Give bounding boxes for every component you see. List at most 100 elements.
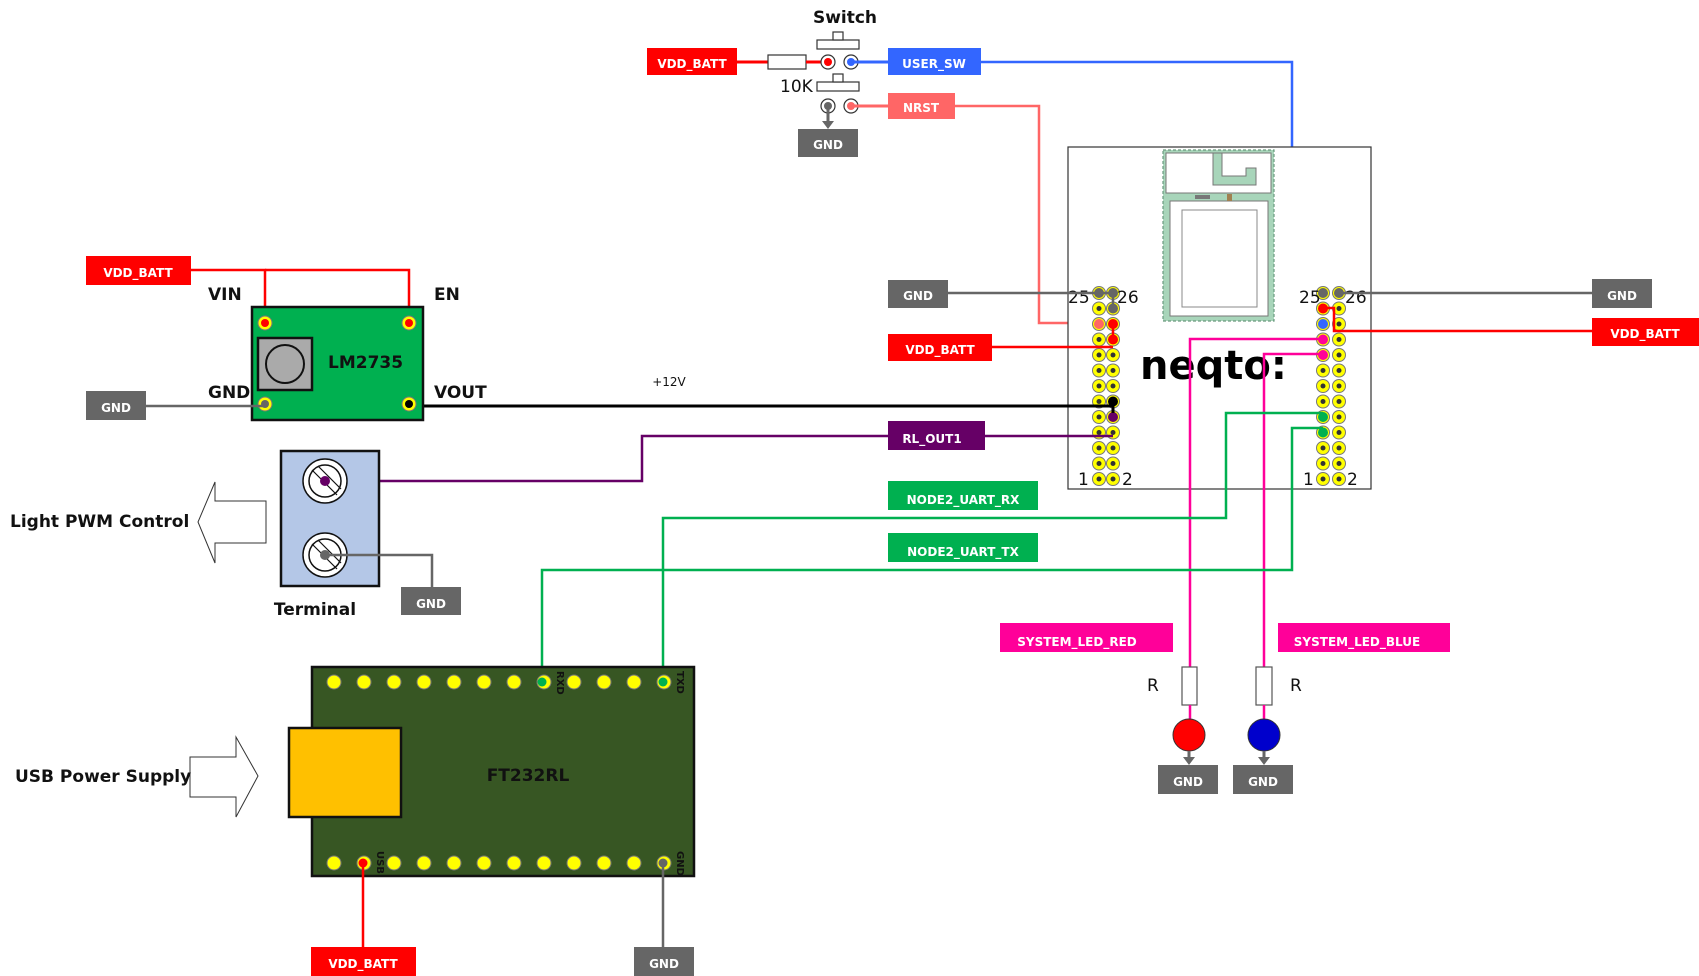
- right-header-pin-25: 25: [1299, 288, 1321, 308]
- svg-text:SYSTEM_LED_BLUE: SYSTEM_LED_BLUE: [1294, 635, 1420, 650]
- label-node2-uart-rx: NODE2_UART_RX: [888, 481, 1038, 510]
- output-arrow-icon: [198, 482, 266, 563]
- label-vdd-batt-neqto-left: VDD_BATT: [888, 334, 992, 361]
- led-blue-resistor-label: R: [1290, 676, 1302, 696]
- right-header-pin-26: 26: [1345, 288, 1367, 308]
- label-system-led-red: SYSTEM_LED_RED: [1000, 623, 1173, 652]
- ft232rl-pin: [627, 675, 641, 689]
- svg-text:VDD_BATT: VDD_BATT: [1610, 327, 1680, 342]
- ft232rl-usb-label: USB: [374, 851, 385, 874]
- svg-text:GND: GND: [1173, 775, 1203, 789]
- led-red-resistor-label: R: [1147, 676, 1159, 696]
- svg-text:VDD_BATT: VDD_BATT: [103, 266, 173, 281]
- svg-text:GND: GND: [813, 138, 843, 152]
- switch-top: [817, 32, 859, 49]
- ft232rl-pin: [567, 856, 581, 870]
- light-pwm-control-label: Light PWM Control: [10, 512, 189, 532]
- svg-text:VDD_BATT: VDD_BATT: [657, 57, 727, 72]
- input-arrow-icon: [190, 737, 258, 817]
- resistor-value: 10K: [780, 77, 814, 97]
- ft232rl-pin: [477, 856, 491, 870]
- svg-text:NODE2_UART_RX: NODE2_UART_RX: [907, 493, 1021, 508]
- led-blue-resistor: [1256, 667, 1272, 705]
- svg-text:VDD_BATT: VDD_BATT: [328, 957, 398, 972]
- ft232rl-pin: [387, 856, 401, 870]
- terminal-block: [281, 451, 379, 586]
- ft232rl-txd-label: TXD: [674, 671, 685, 694]
- lm2735-vin-label: VIN: [208, 285, 242, 305]
- ft232rl-pin: [597, 675, 611, 689]
- svg-text:RL_OUT1: RL_OUT1: [902, 432, 961, 447]
- label-system-led-blue: SYSTEM_LED_BLUE: [1278, 623, 1450, 652]
- label-vdd-batt-switch: VDD_BATT: [647, 48, 737, 75]
- svg-text:NODE2_UART_TX: NODE2_UART_TX: [907, 545, 1019, 560]
- label-gnd-switch: GND: [798, 129, 858, 157]
- ft232rl-pin: [597, 856, 611, 870]
- ft232rl-gnd-label: GND: [674, 851, 685, 876]
- right-header-pin-2: 2: [1347, 470, 1358, 490]
- svg-text:GND: GND: [416, 597, 446, 611]
- ft232rl-pin: [477, 675, 491, 689]
- lm2735-gnd-label: GND: [208, 383, 250, 403]
- label-vdd-batt-lm2735: VDD_BATT: [86, 256, 191, 285]
- ft232rl-pin: [537, 856, 551, 870]
- label-rl-out1: RL_OUT1: [888, 421, 985, 450]
- svg-text:GND: GND: [1607, 289, 1637, 303]
- label-gnd-led-blue: GND: [1233, 765, 1293, 794]
- lm2735-name: LM2735: [328, 353, 403, 373]
- lm2735-en-label: EN: [434, 285, 460, 305]
- right-header-pin-1: 1: [1303, 470, 1314, 490]
- label-gnd-neqto-right: GND: [1592, 279, 1652, 308]
- usb-power-supply-label: USB Power Supply: [15, 767, 191, 787]
- led-red: [1173, 719, 1205, 751]
- label-vdd-batt-ft232rl: VDD_BATT: [311, 947, 416, 976]
- label-gnd-terminal: GND: [401, 587, 461, 615]
- ft232rl-rxd-label: RXD: [554, 671, 565, 695]
- left-header-pin-1: 1: [1078, 470, 1089, 490]
- terminal-name: Terminal: [274, 600, 356, 620]
- switch-title: Switch: [813, 8, 877, 28]
- ground-arrow-icon: [1183, 757, 1195, 765]
- ft232rl-pin: [447, 856, 461, 870]
- svg-text:GND: GND: [1248, 775, 1278, 789]
- ft232rl-pin: [327, 856, 341, 870]
- svg-text:USER_SW: USER_SW: [902, 57, 966, 72]
- wireless-module: [1163, 150, 1274, 321]
- left-header-pin-25: 25: [1068, 288, 1090, 308]
- ft232rl-pin: [507, 856, 521, 870]
- ft232rl-pin: [627, 856, 641, 870]
- left-header-pin-2: 2: [1122, 470, 1133, 490]
- switch-pin-vdd: [824, 58, 832, 66]
- ft232rl-pin: [447, 675, 461, 689]
- ft232rl-pin: [567, 675, 581, 689]
- label-gnd-neqto-left: GND: [888, 280, 948, 308]
- led-blue: [1248, 719, 1280, 751]
- lm2735-vout-label: VOUT: [434, 383, 487, 403]
- led-red-resistor: [1182, 667, 1197, 705]
- ground-arrow-icon: [1258, 757, 1270, 765]
- svg-text:NRST: NRST: [903, 101, 940, 115]
- switch-bottom: [817, 74, 859, 91]
- svg-text:SYSTEM_LED_RED: SYSTEM_LED_RED: [1017, 635, 1137, 650]
- ft232rl-pin: [417, 856, 431, 870]
- svg-text:VDD_BATT: VDD_BATT: [905, 343, 975, 358]
- svg-text:GND: GND: [101, 401, 131, 415]
- label-gnd-led-red: GND: [1158, 765, 1218, 794]
- left-header-pin-26: 26: [1117, 288, 1139, 308]
- ft232rl-pin: [507, 675, 521, 689]
- ft232rl-pin: [327, 675, 341, 689]
- label-gnd-ft232rl: GND: [634, 947, 694, 976]
- label-node2-uart-tx: NODE2_UART_TX: [888, 533, 1038, 562]
- label-nrst: NRST: [888, 93, 955, 119]
- ft232rl-name: FT232RL: [487, 766, 570, 786]
- ft232rl-pin: [357, 675, 371, 689]
- pullup-resistor: [768, 55, 806, 69]
- label-user-sw: USER_SW: [888, 48, 981, 75]
- voltage-label: +12V: [652, 375, 686, 389]
- ground-arrow-icon: [822, 121, 834, 129]
- label-gnd-lm2735: GND: [86, 391, 146, 420]
- svg-text:GND: GND: [903, 289, 933, 303]
- label-vdd-batt-neqto-right: VDD_BATT: [1592, 318, 1699, 346]
- ft232rl-pin: [417, 675, 431, 689]
